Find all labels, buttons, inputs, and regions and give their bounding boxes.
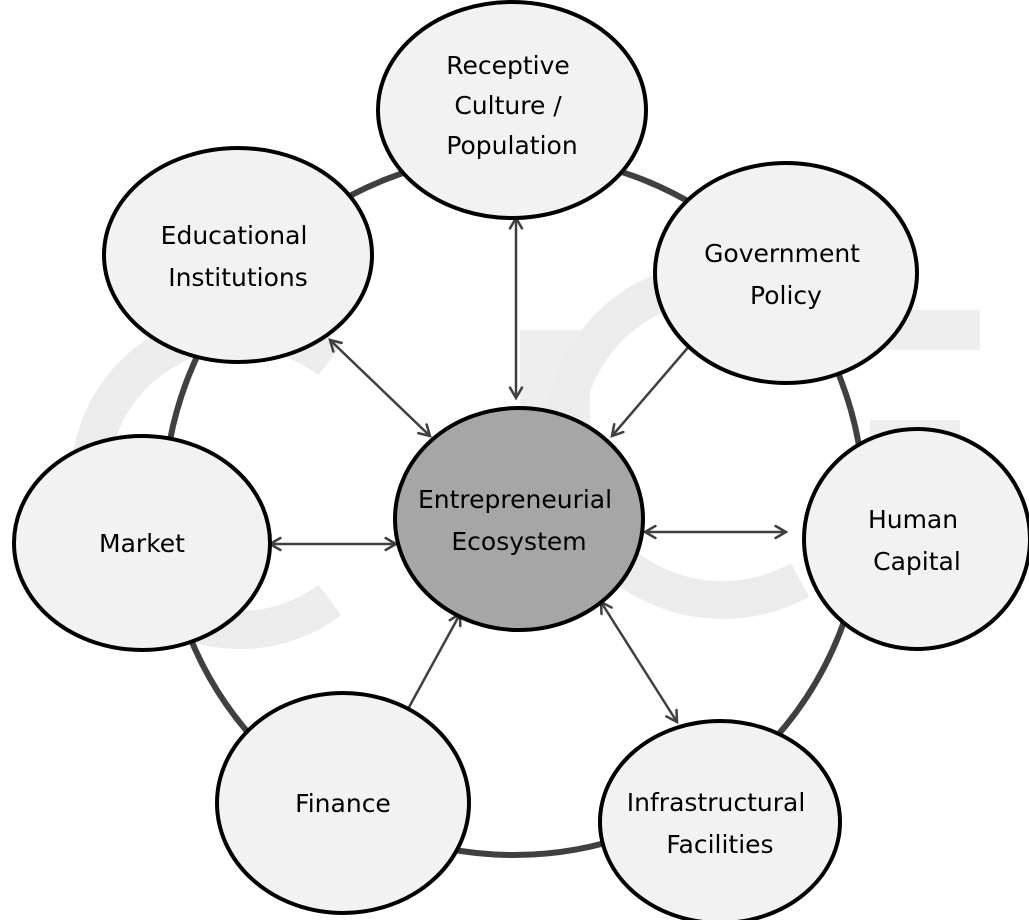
node-receptive-culture-ellipse xyxy=(376,0,648,220)
arrowhead-educational-institutions-center-end xyxy=(417,423,432,438)
node-government-policy: Government Policy xyxy=(653,161,919,385)
center-ellipse xyxy=(393,406,645,632)
node-finance-label: Finance xyxy=(295,789,391,818)
arrowhead-government-policy-center-end xyxy=(610,422,625,438)
node-human-capital: Human Capital xyxy=(802,427,1029,651)
node-receptive-culture-label: Receptive Culture / Population xyxy=(446,51,578,160)
arrowhead-human-capital-center-end xyxy=(774,524,789,540)
node-market: Market xyxy=(12,434,272,652)
node-human-capital-ellipse xyxy=(802,427,1029,651)
node-educational-institutions: Educational Institutions xyxy=(102,146,374,364)
arrowhead-infrastructural-facilities-center-end xyxy=(665,708,679,725)
node-market-label: Market xyxy=(99,529,185,558)
node-receptive-culture: Receptive Culture / Population xyxy=(376,0,648,220)
arrowhead-receptive-culture-center-end xyxy=(508,386,524,401)
connector-finance xyxy=(400,613,462,721)
node-educational-institutions-label: Educational Institutions xyxy=(161,221,316,292)
connector-infrastructural-facilities xyxy=(599,601,679,723)
node-government-policy-label: Government Policy xyxy=(704,239,868,310)
node-finance: Finance xyxy=(215,691,471,915)
node-human-capital-label: Human Capital xyxy=(868,505,966,576)
connector-government-policy xyxy=(611,336,698,437)
connector-educational-institutions xyxy=(329,339,431,437)
node-educational-institutions-ellipse xyxy=(102,146,374,364)
node-infrastructural-facilities-ellipse xyxy=(598,719,842,920)
arrowhead-educational-institutions-outer-end xyxy=(328,338,343,353)
node-infrastructural-facilities-label: Infrastructural Facilities xyxy=(627,788,813,859)
connectors-group xyxy=(267,215,789,725)
arrowhead-market-center-end xyxy=(384,536,399,552)
arrowhead-human-capital-outer-end xyxy=(642,524,657,540)
node-finance-ellipse xyxy=(215,691,471,915)
center-node: Entrepreneurial Ecosystem xyxy=(393,406,645,632)
center-label: Entrepreneurial Ecosystem xyxy=(418,485,620,556)
node-government-policy-ellipse xyxy=(653,161,919,385)
node-market-ellipse xyxy=(12,434,272,652)
node-infrastructural-facilities: Infrastructural Facilities xyxy=(598,719,842,920)
